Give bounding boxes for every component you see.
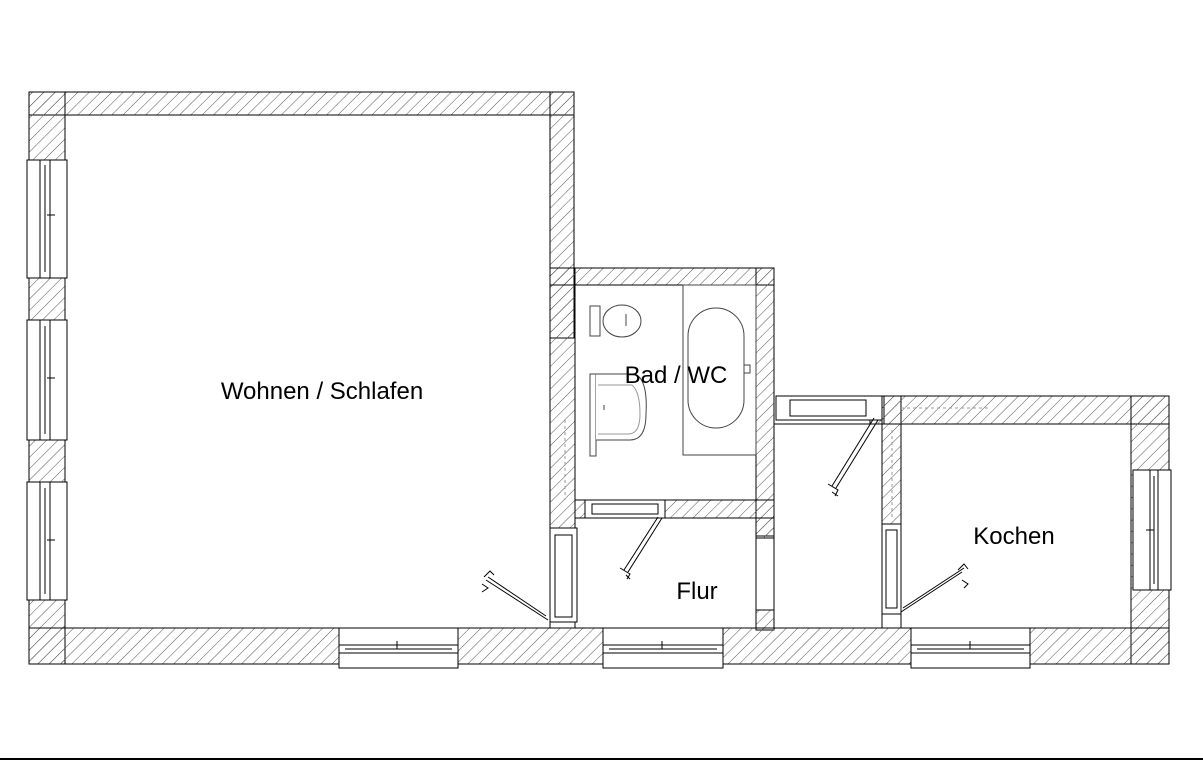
bathtub-icon <box>682 284 757 456</box>
window-icon <box>338 627 459 669</box>
window-icon <box>910 627 1031 669</box>
wall-hall-divider-lower <box>755 609 775 631</box>
wall-openings <box>564 407 990 520</box>
door-jamb-hall <box>755 537 775 611</box>
window-icon <box>26 159 68 279</box>
door-swing-icon <box>584 499 666 580</box>
wall-living-right-lower <box>549 267 576 529</box>
door-swing-icon <box>481 527 578 623</box>
window-icon <box>26 319 68 441</box>
corridor-floor <box>773 423 883 629</box>
room-label-bath: Bad / WC <box>625 362 728 389</box>
wall-bath-top <box>549 267 775 286</box>
window-icon <box>602 627 724 669</box>
wall-living-right-upper <box>549 91 575 269</box>
room-label-kitchen: Kochen <box>973 523 1054 550</box>
window-icon <box>26 481 68 601</box>
windows <box>26 159 1172 669</box>
living-floor <box>64 114 551 629</box>
door-swing-icon <box>775 395 883 497</box>
wall-hall-divider <box>755 517 775 539</box>
bath-fixtures <box>589 284 757 457</box>
doors <box>481 395 969 623</box>
hall-floor <box>574 517 757 629</box>
wall-kitchen-top <box>881 395 1170 425</box>
room-label-living: Wohnen / Schlafen <box>221 378 423 405</box>
wall-living-top <box>28 91 575 116</box>
window-icon <box>1132 469 1172 591</box>
toilet-icon <box>589 304 642 338</box>
room-outlines <box>64 114 1132 629</box>
door-swing-icon <box>881 523 969 615</box>
kitchen-floor <box>900 423 1132 629</box>
room-label-hall: Flur <box>676 578 717 605</box>
shower-tray-icon <box>589 373 647 457</box>
wall-bath-right <box>755 267 775 537</box>
